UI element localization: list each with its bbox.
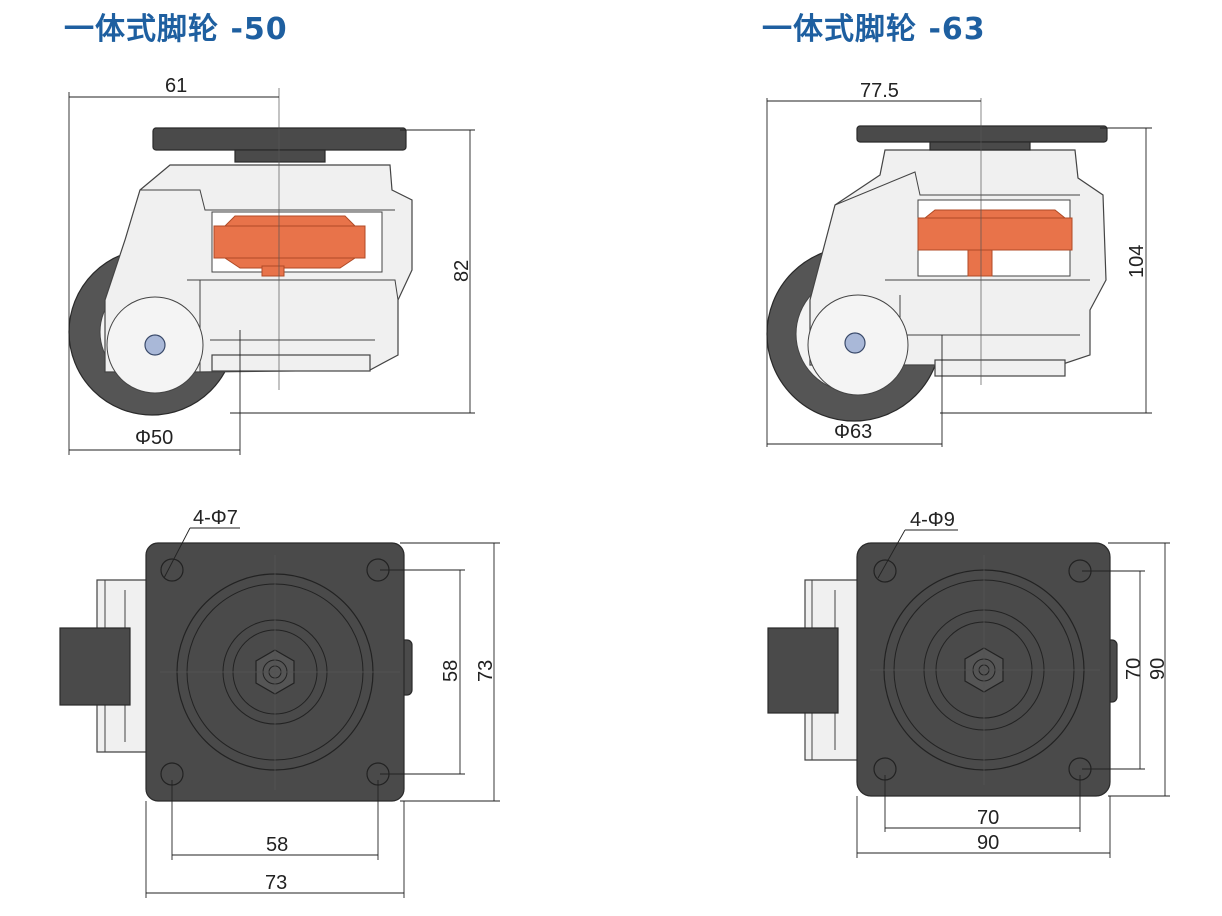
dim-wheel-50: Φ50: [135, 427, 173, 449]
wheel-edge-63: [767, 627, 839, 714]
dim-plate-h-63: 90: [977, 832, 999, 854]
dim-hole-pitch-h-63: 70: [977, 807, 999, 829]
top-view-50: 4-Φ7 58 73 58 73: [59, 507, 500, 898]
top-view-63: 4-Φ9 70 90 70 90: [767, 509, 1170, 858]
dim-hole-pitch-h-50: 58: [266, 834, 288, 856]
dim-plate-v-50: 73: [475, 660, 497, 682]
side-view-63: 77.5 104 Φ63: [766, 80, 1152, 447]
mount-holes-63: [873, 559, 1092, 781]
title-caster-63: 一体式脚轮 -63: [762, 12, 986, 47]
side-view-50: 61 82 Φ50: [68, 75, 475, 455]
mount-plate-63: [856, 125, 1108, 143]
title-caster-50: 一体式脚轮 -50: [64, 12, 288, 47]
mount-holes-50: [160, 558, 390, 786]
dim-height-63: 104: [1126, 245, 1148, 278]
wheel-edge-50: [59, 627, 131, 706]
dim-plate-v-63: 90: [1147, 658, 1169, 680]
dim-plate-h-50: 73: [265, 872, 287, 894]
mount-plate-50: [152, 127, 407, 151]
height-adjuster-50: [213, 225, 366, 259]
dim-hole-pitch-v-63: 70: [1123, 658, 1145, 680]
dim-width-63: 77.5: [860, 80, 899, 102]
dim-holes-63: 4-Φ9: [910, 509, 955, 531]
axle-bolt-50: [144, 334, 166, 356]
height-adjuster-63: [917, 217, 1073, 251]
dim-hole-pitch-v-50: 58: [440, 660, 462, 682]
dim-height-50: 82: [451, 260, 473, 282]
axle-bolt-63: [844, 332, 866, 354]
dim-width-50: 61: [165, 75, 187, 97]
dim-wheel-63: Φ63: [834, 421, 872, 443]
dim-holes-50: 4-Φ7: [193, 507, 238, 529]
